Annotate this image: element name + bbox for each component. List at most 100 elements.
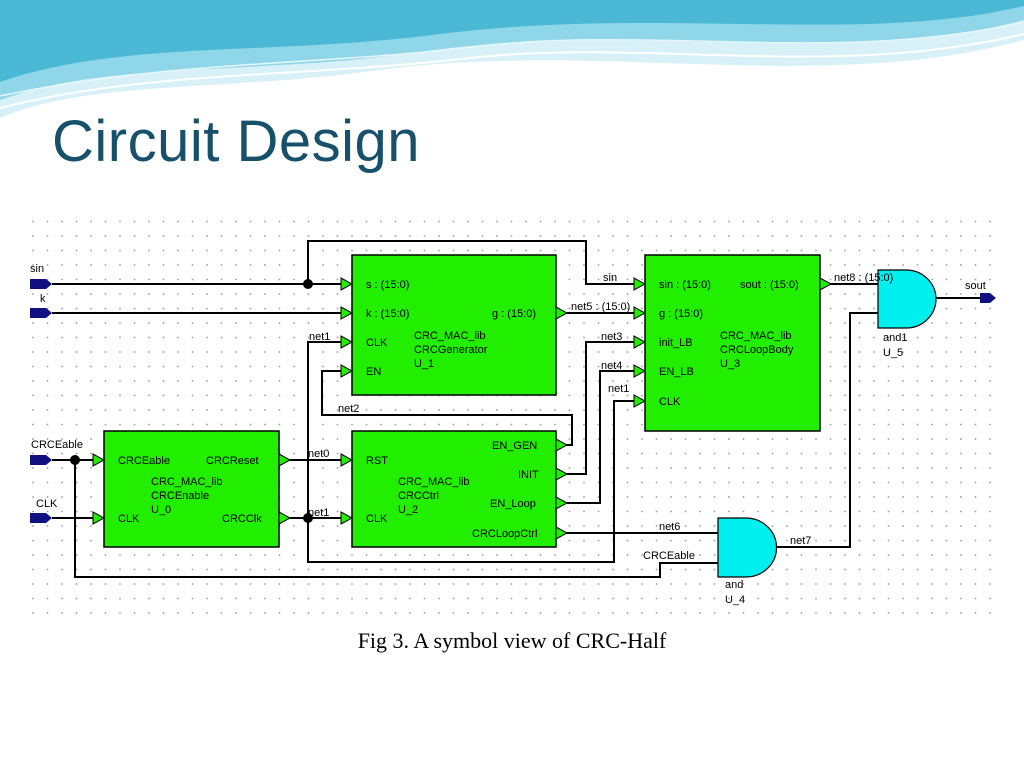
pin-arrow-icon [278,453,292,467]
port-sout: sout [965,280,996,303]
block-cell: CRCGenerator [414,344,488,356]
pin-arrow-icon [278,511,292,525]
port-label: CRCEable [31,439,83,451]
pin-label: EN_Loop [490,498,536,510]
block-lib: CRC_MAC_lib [414,330,486,342]
net-label: net0 [308,448,329,460]
wire-net3 [566,341,640,475]
wire-sin-top-bus [307,240,640,285]
wire-crceable-u4 [74,460,718,578]
net-label: net2 [338,403,359,415]
pin-arrow-icon [555,467,569,481]
gate-inst-label: U_5 [883,347,903,359]
block-inst: U_1 [414,358,434,370]
header-wave-banner [0,0,1024,118]
block-lib: CRC_MAC_lib [398,476,470,488]
net-label: net8 : (15:0) [834,272,893,284]
input-port-icon [30,455,52,465]
input-port-icon [30,308,52,318]
junction-dot [303,279,313,289]
and-gate-u4: and U_4 [717,517,778,606]
pin-arrow-icon [633,364,647,378]
gate-type-label: and [725,579,743,591]
net-label: net1 [608,383,629,395]
block-lib: CRC_MAC_lib [151,476,223,488]
pin-arrow-icon [555,438,569,452]
pin-arrow-icon [555,306,569,320]
junction-dot [303,513,313,523]
pin-label: CRCClk [222,513,262,525]
net-label: net1 [308,507,329,519]
pin-label: s : (15:0) [366,279,409,291]
port-clk: CLK [30,498,58,523]
pin-arrow-icon [340,511,354,525]
port-label: CLK [36,498,58,510]
block-u0-crcenable: CRCEable CRCReset CLK CRCClk CRC_MAC_lib… [92,430,292,548]
pin-label: CRCLoopCtrl [472,528,537,540]
block-inst: U_0 [151,504,171,516]
net-label: net6 [659,521,680,533]
block-body [351,254,557,396]
pin-label: g : (15:0) [659,308,703,320]
gate-type-label: and1 [883,332,907,344]
input-port-icon [30,513,52,523]
pin-label: CLK [366,337,388,349]
block-body [644,254,821,432]
pin-label: k : (15:0) [366,308,409,320]
pin-label: CLK [366,513,388,525]
pin-label: CLK [118,513,140,525]
pin-arrow-icon [92,511,106,525]
port-label: k [40,293,46,305]
block-inst: U_2 [398,504,418,516]
block-u3-crcloopbody: sin : (15:0) g : (15:0) init_LB EN_LB CL… [633,254,833,432]
pin-label: CRCEable [118,455,170,467]
pin-arrow-icon [340,453,354,467]
page-title: Circuit Design [52,109,420,174]
net-label: net3 [601,331,622,343]
pin-arrow-icon [340,364,354,378]
junction-dot [70,455,80,465]
block-u2-crcctrl: RST CLK EN_GEN INIT EN_Loop CRCLoopCtrl … [340,430,569,548]
net-label: CRCEable [643,550,695,562]
net-label: sin [603,272,617,284]
wire-net2 [321,370,573,446]
net-label: net4 [601,360,622,372]
pin-label: sin : (15:0) [659,279,711,291]
port-crceable: CRCEable [30,439,83,465]
pin-arrow-icon [633,277,647,291]
figure-caption: Fig 3. A symbol view of CRC-Half [357,628,667,653]
pin-arrow-icon [819,277,833,291]
pin-arrow-icon [633,335,647,349]
pin-label: g : (15:0) [492,308,536,320]
pin-arrow-icon [633,306,647,320]
pin-label: sout : (15:0) [740,279,799,291]
net-labels: net0 net1 net1 net1 net2 net3 net4 net5 … [308,272,893,562]
port-label: sin [30,263,44,275]
block-u1-crcgenerator: s : (15:0) k : (15:0) CLK EN g : (15:0) … [340,254,569,396]
pin-arrow-icon [92,453,106,467]
pin-label: CLK [659,396,681,408]
pin-arrow-icon [633,394,647,408]
pin-label: INIT [518,469,539,481]
wires [52,240,985,578]
pin-arrow-icon [340,306,354,320]
pin-arrow-icon [555,496,569,510]
input-port-icon [30,279,52,289]
net-label: net5 : (15:0) [571,301,630,313]
pin-label: CRCReset [206,455,259,467]
block-cell: CRCCtrl [398,490,439,502]
block-inst: U_3 [720,358,740,370]
wire-net1-u3 [307,400,640,563]
pin-label: EN_LB [659,366,694,378]
pin-label: EN_GEN [492,440,537,452]
banner-wave-line-2 [0,21,1024,97]
pin-label: EN [366,366,381,378]
block-body [351,430,557,548]
pin-arrow-icon [555,526,569,540]
block-lib: CRC_MAC_lib [720,330,792,342]
pin-label: init_LB [659,337,693,349]
net-label: net7 [790,535,811,547]
output-port-icon [980,293,996,303]
wire-net7 [776,312,878,548]
wire-net4 [566,370,640,504]
